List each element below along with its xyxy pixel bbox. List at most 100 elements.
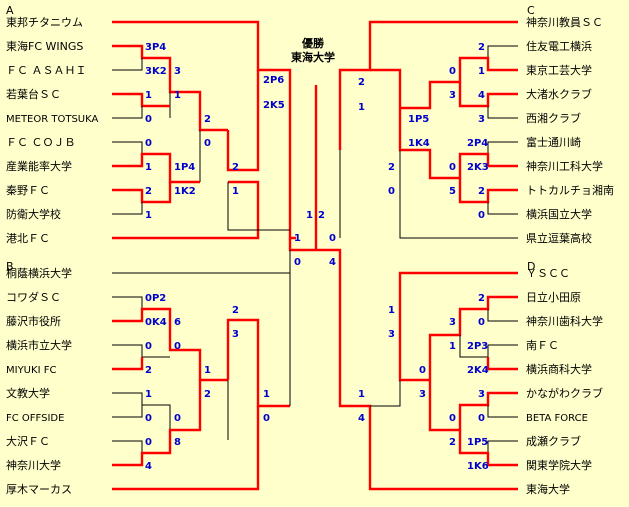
bracket-line xyxy=(428,380,518,432)
champion-label: 優勝 xyxy=(301,36,325,50)
score: 0P2 xyxy=(145,293,166,304)
bracket-line xyxy=(112,58,143,71)
champion-team: 東海大学 xyxy=(291,50,335,64)
score: 1 xyxy=(388,305,395,316)
right-team: 神奈川教員ＳＣ xyxy=(526,15,603,29)
right-team: 日立小田原 xyxy=(526,290,581,304)
right-team-list: 神奈川教員ＳＣ 住友電工横浜 東京工芸大学 大渚水クラブ 西湘クラブ 富士通川崎… xyxy=(526,15,614,496)
score: 1 xyxy=(449,341,456,352)
score: 1P5 xyxy=(467,437,488,448)
bracket-line xyxy=(398,271,518,382)
score: 0 xyxy=(174,341,181,352)
left-team: ＦＣ ＣＯＪＢ xyxy=(6,136,76,149)
right-team: 成瀬クラブ xyxy=(526,434,581,448)
left-team: 東海FC WINGS xyxy=(6,39,83,53)
right-team: 西湘クラブ xyxy=(526,111,581,125)
right-team: トトカルチョ湘南 xyxy=(526,183,614,197)
left-team: MIYUKI FC xyxy=(6,365,56,376)
bracket-line xyxy=(112,44,228,132)
left-team: 秦野ＦＣ xyxy=(6,183,50,197)
bracket-line xyxy=(370,380,401,407)
score: 1P5 xyxy=(408,114,429,125)
bracket-line xyxy=(112,406,260,491)
score: 1 xyxy=(478,66,485,77)
left-team: コワダＳＣ xyxy=(6,290,61,304)
score: 1 xyxy=(145,90,152,101)
right-team: BETA FORCE xyxy=(526,413,588,424)
score: 1 xyxy=(145,162,152,173)
score: 1 xyxy=(204,365,211,376)
score: 1 xyxy=(358,102,365,113)
score: 1P4 xyxy=(174,162,195,173)
score: 3 xyxy=(174,66,181,77)
score: 0 xyxy=(145,437,152,448)
right-team: 横浜国立大学 xyxy=(526,207,592,221)
left-team: 神奈川大学 xyxy=(6,458,61,472)
score: 6 xyxy=(174,317,181,328)
score: 0 xyxy=(263,413,270,424)
score: 0 xyxy=(449,66,456,77)
score: 2 xyxy=(478,42,485,53)
score: 2 xyxy=(232,305,239,316)
bracket-line xyxy=(112,180,260,240)
score: 3 xyxy=(449,90,456,101)
left-team: 厚木マーカス xyxy=(6,483,72,496)
score: 2P3 xyxy=(467,341,488,352)
right-team: 東海大学 xyxy=(526,482,570,496)
group-label-c: C xyxy=(527,4,535,17)
left-team: 文教大学 xyxy=(6,386,50,400)
bracket-line xyxy=(458,82,518,108)
bracket-line xyxy=(112,106,143,119)
bracket-line xyxy=(458,430,518,467)
left-team-list: 東邦チタニウム 東海FC WINGS ＦＣ ＡＳＡＨＩ 若葉台ＳＣ METEOR… xyxy=(6,16,99,496)
bracket-line xyxy=(112,152,200,184)
score: 1K6 xyxy=(467,461,489,472)
score: 4 xyxy=(478,90,485,101)
right-team: 県立逗葉高校 xyxy=(526,231,592,245)
score: 0 xyxy=(478,413,485,424)
bracket-line xyxy=(112,357,144,371)
score: 1 xyxy=(306,210,313,221)
score: 3K2 xyxy=(145,66,167,77)
score: 4 xyxy=(329,257,336,268)
left-team: METEOR TOTSUKA xyxy=(6,114,99,125)
score: 0 xyxy=(449,413,456,424)
score: 0 xyxy=(145,138,152,149)
score: 1 xyxy=(174,90,181,101)
left-team: 横浜市立大学 xyxy=(6,338,72,352)
bracket-line xyxy=(112,344,170,358)
score: 0 xyxy=(294,257,301,268)
score: 1 xyxy=(232,186,239,197)
bracket-line xyxy=(458,178,518,204)
score: 1 xyxy=(145,210,152,221)
score: 0 xyxy=(329,233,336,244)
right-team: 住友電工横浜 xyxy=(526,39,592,53)
score: 2 xyxy=(232,162,239,173)
score: 3 xyxy=(449,317,456,328)
bracket-line xyxy=(112,380,202,467)
score: 8 xyxy=(174,437,181,448)
left-scores: 3P4 3K2 1 0 0 1 2 1 0P2 0K4 0 2 1 0 0 4 … xyxy=(145,42,325,472)
left-team: 港北ＦＣ xyxy=(6,232,50,245)
bracket-line xyxy=(112,141,170,155)
bracket-line xyxy=(226,318,290,408)
score: 0 xyxy=(419,365,426,376)
score: 1 xyxy=(263,389,270,400)
bracket-line xyxy=(112,182,172,204)
group-label-d: D xyxy=(527,260,535,273)
score: 0 xyxy=(145,413,152,424)
left-team: 産業能率大学 xyxy=(6,159,72,173)
score: 2K5 xyxy=(263,100,285,111)
bracket-line xyxy=(112,307,228,382)
score: 0 xyxy=(174,413,181,424)
score: 2 xyxy=(145,186,152,197)
score: 0 xyxy=(478,317,485,328)
score: 2 xyxy=(145,365,152,376)
score: 2 xyxy=(318,210,325,221)
bracket-line xyxy=(112,238,291,274)
score: 3 xyxy=(388,329,395,340)
score: 2 xyxy=(204,389,211,400)
score: 3 xyxy=(478,389,485,400)
score: 0 xyxy=(449,162,456,173)
right-team: 南ＦＣ xyxy=(526,339,559,352)
